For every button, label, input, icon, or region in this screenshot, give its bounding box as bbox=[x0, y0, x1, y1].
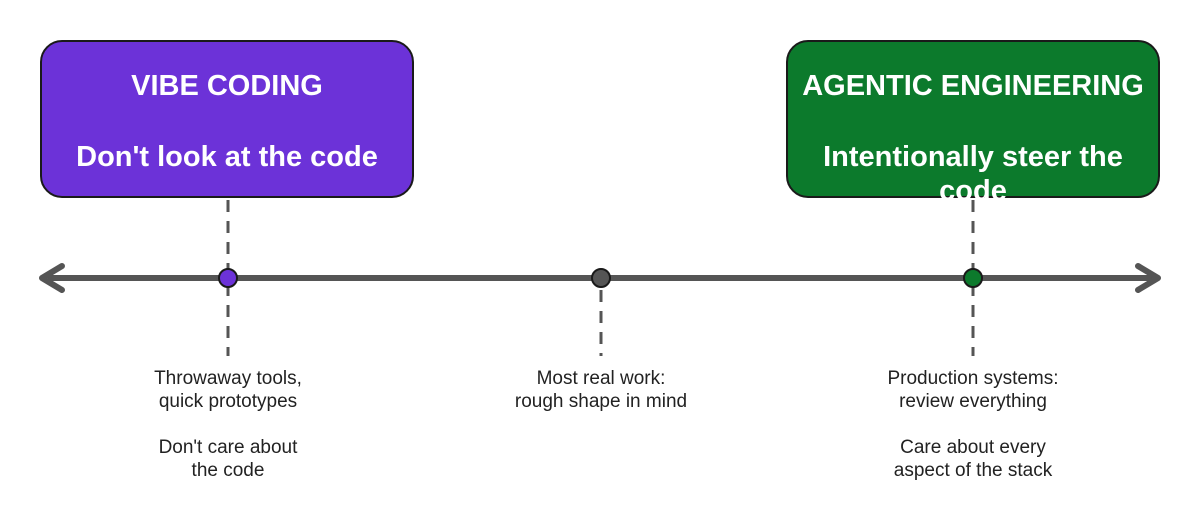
left-caption-line: quick prototypes bbox=[158, 391, 298, 412]
left-caption-line: the code bbox=[191, 460, 265, 481]
middle-caption-line: Most real work: bbox=[536, 368, 666, 389]
right-arrowhead-icon bbox=[1135, 263, 1161, 293]
vibe-coding-title: VIBE CODING bbox=[131, 70, 323, 102]
middle-marker bbox=[591, 268, 611, 288]
caption-spacer bbox=[813, 413, 1133, 436]
caption-spacer bbox=[68, 413, 388, 436]
middle-caption-line: rough shape in mind bbox=[514, 391, 688, 412]
vibe-coding-marker bbox=[218, 268, 238, 288]
left-caption: Throwaway tools, quick prototypes Don't … bbox=[68, 367, 388, 482]
left-caption-line: Don't care about bbox=[158, 437, 298, 458]
agentic-engineering-subtitle: Intentionally steer the code bbox=[823, 141, 1123, 207]
agentic-engineering-title: AGENTIC ENGINEERING bbox=[802, 70, 1144, 102]
vibe-coding-subtitle: Don't look at the code bbox=[76, 141, 378, 173]
right-caption: Production systems: review everything Ca… bbox=[813, 367, 1133, 482]
vibe-coding-box: VIBE CODING Don't look at the code bbox=[40, 40, 414, 198]
middle-caption: Most real work: rough shape in mind bbox=[441, 367, 761, 413]
left-caption-line: Throwaway tools, bbox=[154, 368, 302, 389]
left-arrowhead-icon bbox=[39, 263, 65, 293]
agentic-engineering-marker bbox=[963, 268, 983, 288]
right-caption-line: aspect of the stack bbox=[893, 460, 1053, 481]
right-caption-line: review everything bbox=[899, 391, 1047, 412]
right-caption-line: Production systems: bbox=[887, 368, 1059, 389]
right-caption-line: Care about every bbox=[900, 437, 1046, 458]
agentic-engineering-box: AGENTIC ENGINEERING Intentionally steer … bbox=[786, 40, 1160, 207]
